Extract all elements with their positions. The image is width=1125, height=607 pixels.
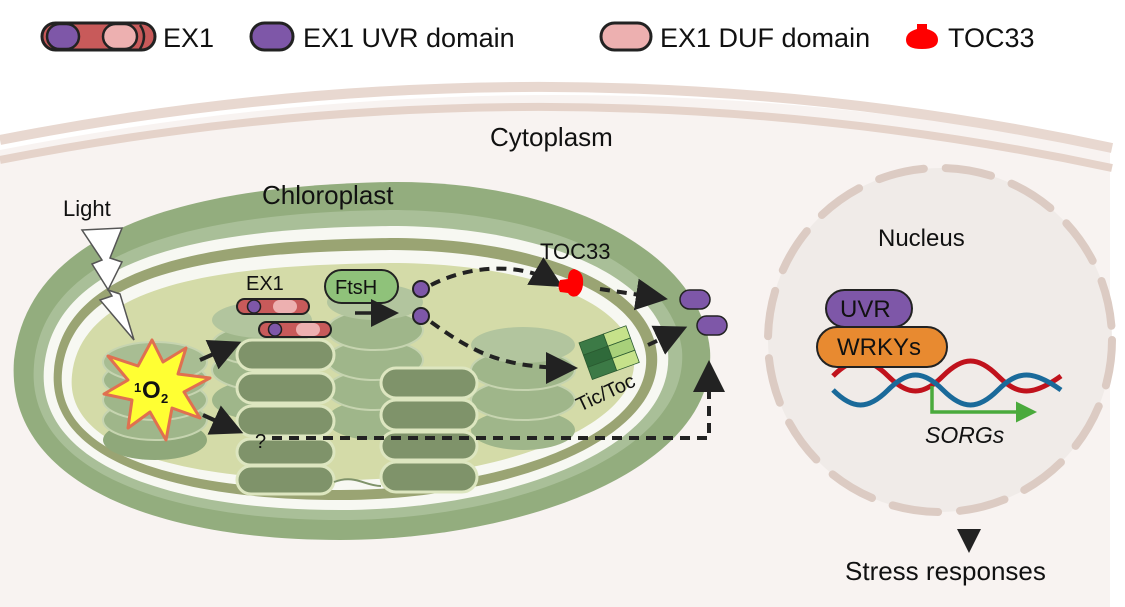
legend: EX1 EX1 UVR domain EX1 DUF domain TOC33 <box>40 21 1035 53</box>
wrkys-label: WRKYs <box>837 334 921 361</box>
legend-duf-icon <box>599 21 653 52</box>
arrow-to-ex1 <box>199 340 242 370</box>
ex1-label: EX1 <box>246 273 284 295</box>
legend-ex1-icon <box>40 21 157 52</box>
legend-duf-label: EX1 DUF domain <box>660 23 870 53</box>
thylakoid-stack-front-2 <box>379 366 479 494</box>
thylakoid-stack-front-1 <box>235 338 336 496</box>
unknown-pathway-label: ? <box>255 431 266 453</box>
granum-stack-right <box>470 327 576 450</box>
legend-toc33-label: TOC33 <box>948 23 1035 53</box>
cytosolic-uvr-1 <box>679 289 711 310</box>
dashed-path-to-tictoc <box>429 320 578 384</box>
chloroplast-label: Chloroplast <box>262 180 394 210</box>
arrow-to-unknown <box>202 405 244 435</box>
cytoplasm-label: Cytoplasm <box>490 122 613 152</box>
cytosolic-uvr-2 <box>696 315 728 336</box>
legend-uvr-label: EX1 UVR domain <box>303 23 515 53</box>
singlet-oxygen-label: O <box>142 377 161 404</box>
singlet-oxygen-burst: 1 O 2 <box>102 338 212 442</box>
tic-toc-channel <box>578 325 640 381</box>
legend-toc33-icon <box>906 24 938 49</box>
ftsh-label: FtsH <box>335 277 377 299</box>
toc33-label: TOC33 <box>540 239 611 264</box>
singlet-oxygen-subscript: 2 <box>161 391 168 406</box>
ex1-protein-1 <box>236 298 310 315</box>
stress-responses-label: Stress responses <box>845 556 1046 586</box>
cell-wall-outer <box>0 81 1114 153</box>
sorgs-label: SORGs <box>925 422 1005 448</box>
ex1-protein-2 <box>258 321 332 338</box>
legend-uvr-icon <box>249 21 295 52</box>
uvr-label: UVR <box>840 296 891 323</box>
legend-ex1-label: EX1 <box>163 23 214 53</box>
uvr-fragment-2 <box>412 307 430 325</box>
cell-wall-inner <box>0 102 1113 172</box>
light-label: Light <box>63 196 111 221</box>
singlet-oxygen-superscript: 1 <box>134 380 141 395</box>
dashed-path-unknown-to-cytosol <box>272 360 725 440</box>
uvr-fragment-1 <box>412 280 430 298</box>
ftsh-protease: FtsH <box>324 269 399 304</box>
promoter-arrow <box>930 386 1037 423</box>
lightning-icon <box>80 227 135 341</box>
toc33-receptor-icon <box>558 269 584 297</box>
nucleus-label: Nucleus <box>878 225 965 252</box>
uvr-domain-box: UVR <box>825 289 913 328</box>
dashed-path-tictoc-to-cytosol <box>647 325 688 355</box>
wrkys-box: WRKYs <box>816 326 948 368</box>
